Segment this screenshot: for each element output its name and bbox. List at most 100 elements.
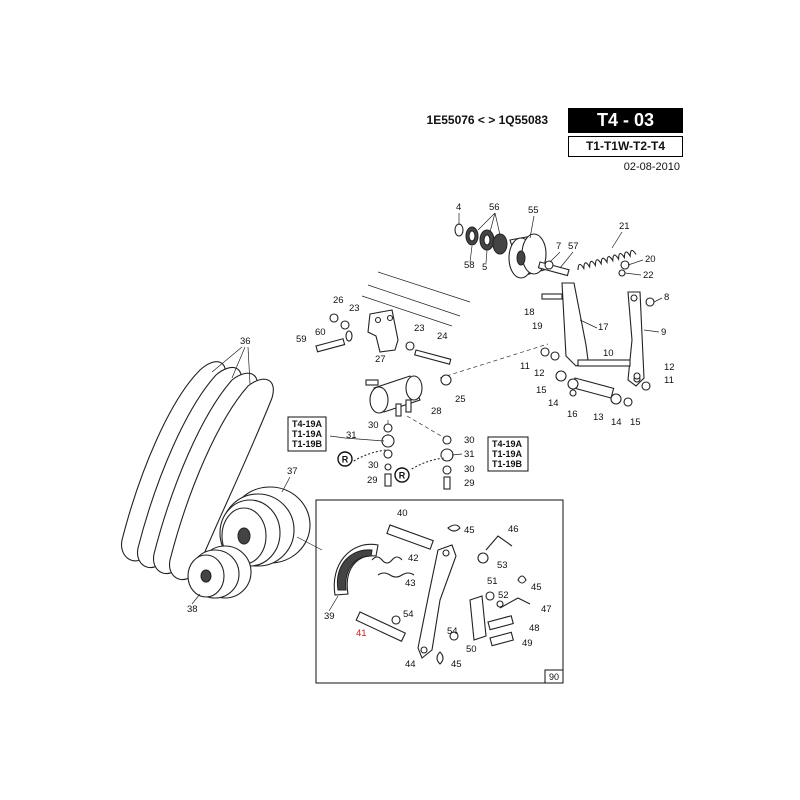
- inset-frame: [315, 499, 564, 684]
- bolt-29-left: [384, 473, 392, 487]
- ref-box-left-frame: [287, 416, 327, 452]
- brake-lining-39: [336, 549, 373, 591]
- label-29-left: 29: [367, 475, 378, 486]
- label-30-low-right: 30: [464, 464, 475, 475]
- label-28: 28: [431, 406, 442, 417]
- label-15-right: 15: [630, 417, 641, 428]
- washer-30-mid-right: [442, 465, 452, 475]
- belt-set-36: [121, 361, 274, 581]
- label-60: 60: [315, 327, 326, 338]
- label-41: 41: [356, 628, 367, 639]
- label-30-low-left: 30: [368, 460, 379, 471]
- pulley-38-hub: [200, 569, 212, 583]
- ref-left-2: T1-19B: [292, 439, 323, 449]
- revision-date: 02-08-2010: [623, 161, 680, 173]
- washer-12-left: [550, 351, 560, 361]
- label-21: 21: [619, 221, 630, 232]
- bearing-58-inner: [468, 230, 476, 242]
- label-8: 8: [664, 292, 669, 303]
- ref-right-0: T4-19A: [492, 439, 523, 449]
- solenoid-28-end: [369, 386, 389, 414]
- leader-56: [477, 212, 501, 236]
- leader-17: [579, 319, 598, 329]
- pulley-37-hub: [237, 527, 251, 545]
- washer-25: [440, 374, 452, 386]
- bushing-14-right: [610, 393, 622, 405]
- washer-12-right: [633, 372, 641, 380]
- part-52: [496, 600, 504, 608]
- leader-lines: [191, 212, 663, 612]
- arm-9-hole-top: [630, 294, 638, 302]
- hose-assembly: R R: [337, 423, 454, 490]
- tensioner-assembly: [439, 223, 655, 407]
- label-58: 58: [464, 260, 475, 271]
- label-30-top-right: 30: [464, 435, 475, 446]
- bushing-14-left: [567, 378, 579, 390]
- grease-nipple-16: [569, 389, 577, 397]
- label-14-left: 14: [548, 398, 559, 409]
- label-11-left: 11: [520, 361, 530, 372]
- pulley-38: [187, 545, 252, 599]
- label-42: 42: [408, 553, 419, 564]
- label-20: 20: [645, 254, 656, 265]
- frame-line-2: [367, 284, 461, 317]
- label-55: 55: [528, 205, 539, 216]
- inset-page-box: [544, 669, 564, 684]
- label-7: 7: [556, 241, 561, 252]
- washer-30-low-left: [384, 463, 392, 471]
- arm-17: [561, 282, 589, 367]
- label-57: 57: [568, 241, 579, 252]
- label-45-bottom: 45: [451, 659, 462, 670]
- bracket-27-hole-1: [374, 316, 382, 324]
- hose-right-braid: [409, 457, 445, 471]
- hose-tag-left-circle: [337, 451, 353, 467]
- bearing-5-inner: [483, 234, 491, 246]
- washer-30-mid-left: [383, 449, 393, 459]
- bracket-27: [367, 309, 399, 353]
- nut-11-left: [540, 347, 550, 357]
- label-27: 27: [375, 354, 386, 365]
- lever-44-hole-bottom: [420, 646, 428, 654]
- nut-26: [329, 313, 339, 323]
- part-54-right: [449, 631, 459, 641]
- label-53: 53: [497, 560, 508, 571]
- leader-57: [549, 251, 574, 269]
- label-12-right: 12: [664, 362, 675, 373]
- hose-tag-left: R: [337, 451, 353, 467]
- part-20: [620, 260, 630, 270]
- serial-range: 1E55076 < > 1Q55083: [426, 113, 548, 127]
- solenoid-28-back: [405, 375, 423, 401]
- part-54-left: [391, 615, 401, 625]
- washer-4: [454, 223, 464, 237]
- page-code: T4 - 03: [568, 108, 683, 133]
- washer-30-top-right: [442, 435, 452, 445]
- nut-11-right: [641, 381, 651, 391]
- label-40: 40: [397, 508, 408, 519]
- frame-line-3: [361, 295, 453, 327]
- leader-58: [469, 245, 473, 263]
- ref-left-0: T4-19A: [292, 419, 323, 429]
- leader-21: [611, 231, 623, 249]
- label-38: 38: [187, 604, 198, 615]
- brake-inset: 90: [315, 499, 564, 684]
- brake-actuator-assembly: [315, 271, 471, 441]
- label-29-right: 29: [464, 478, 475, 489]
- label-54-right: 54: [447, 626, 458, 637]
- label-49: 49: [522, 638, 533, 649]
- bolt-57: [537, 261, 570, 277]
- plate-50: [469, 595, 487, 641]
- label-30-top-left: 30: [368, 420, 379, 431]
- label-47: 47: [541, 604, 552, 615]
- callout-labels: 4 56 55 58 5 7 57 21 20 22 8 9 18 19 17 …: [187, 202, 675, 670]
- assembly-line-1: [439, 343, 549, 379]
- label-43: 43: [405, 578, 416, 589]
- part-48: [487, 615, 514, 631]
- inset-page-number: 90: [549, 672, 559, 682]
- leader-36: [211, 346, 251, 385]
- lever-44: [417, 544, 457, 659]
- label-13: 13: [593, 412, 604, 423]
- label-14-right: 14: [611, 417, 622, 428]
- label-50: 50: [466, 644, 477, 655]
- washer-60: [345, 330, 353, 342]
- cotter-pin-45-bottom: [436, 651, 444, 665]
